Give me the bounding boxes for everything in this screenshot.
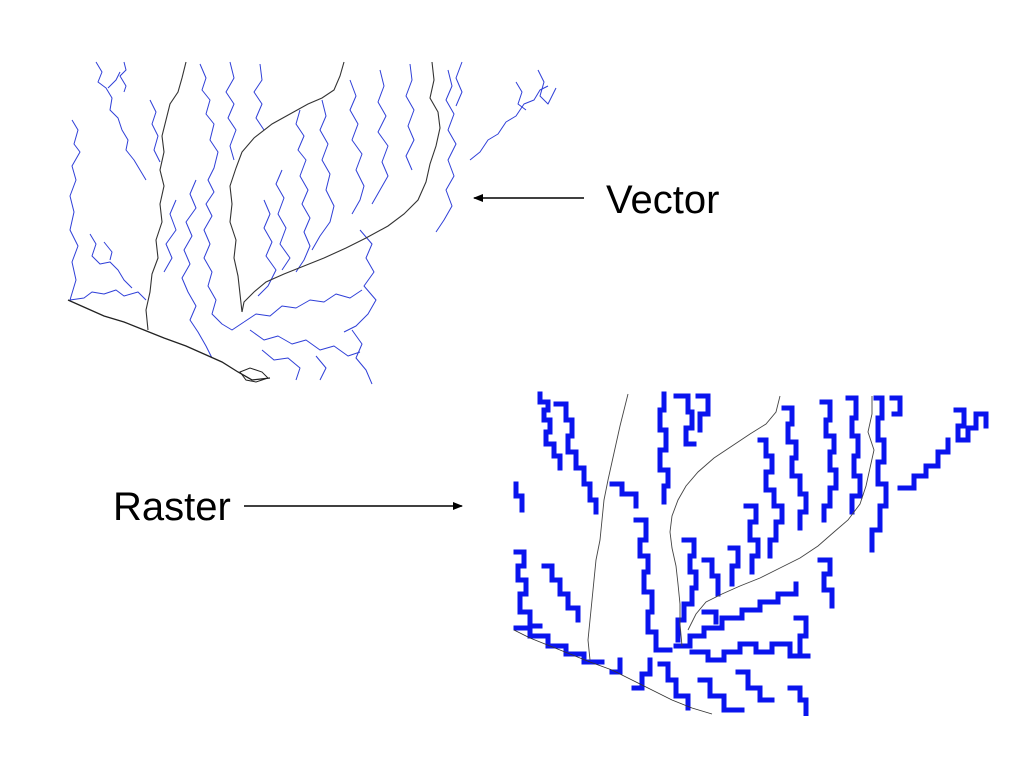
raster-stream — [609, 481, 639, 509]
raster-river-east — [687, 396, 875, 631]
stream-line — [311, 99, 335, 251]
main-river-central — [229, 61, 345, 313]
raster-stream — [889, 395, 903, 417]
stream-line — [351, 329, 373, 385]
raster-stream — [513, 625, 605, 665]
stream-line — [103, 241, 113, 261]
stream-line — [249, 329, 361, 357]
stream-line — [315, 355, 327, 381]
raster-stream — [819, 399, 839, 523]
stream-line — [349, 79, 365, 215]
stream-line — [537, 69, 557, 105]
stream-line — [119, 61, 127, 93]
raster-stream — [675, 537, 699, 643]
stream-line — [89, 233, 133, 289]
raster-stream — [673, 581, 799, 649]
stream-line — [69, 289, 147, 301]
stream-line — [107, 71, 121, 89]
stream-line — [243, 289, 363, 323]
stream-line — [455, 61, 463, 107]
raster-stream — [553, 401, 599, 515]
raster-stream — [673, 393, 697, 447]
vector-streams — [69, 61, 557, 385]
raster-stream — [757, 437, 785, 559]
stream-line — [295, 109, 311, 273]
raster-coastline — [513, 629, 713, 715]
stream-line — [69, 119, 81, 301]
main-river-east — [241, 61, 441, 313]
raster-river-west — [587, 393, 629, 661]
stream-line — [275, 169, 291, 271]
stream-line — [371, 69, 389, 205]
stream-line — [95, 61, 147, 181]
raster-stream — [817, 557, 835, 609]
stream-line — [405, 63, 415, 171]
raster-stream — [697, 677, 745, 713]
stream-line — [257, 199, 277, 297]
raster-stream — [787, 685, 809, 716]
stream-line — [435, 69, 457, 233]
stream-line — [163, 199, 177, 273]
raster-stream — [609, 657, 623, 675]
stream-line — [181, 179, 213, 359]
raster-stream — [781, 405, 809, 531]
raster-stream — [513, 481, 525, 513]
main-river-west — [145, 61, 187, 331]
stream-line — [261, 349, 301, 381]
raster-stream — [869, 395, 889, 553]
vector-coastline — [67, 299, 271, 381]
stream-line — [515, 81, 527, 111]
raster-stream — [735, 669, 775, 703]
raster-stream — [793, 615, 811, 659]
raster-stream — [701, 557, 721, 597]
raster-river-central — [669, 395, 781, 647]
vector-lagoon — [239, 367, 269, 383]
stream-line — [199, 63, 245, 331]
raster-stream — [513, 549, 543, 629]
raster-stream — [897, 437, 951, 491]
raster-stream — [541, 563, 581, 623]
stream-line — [149, 99, 161, 163]
raster-stream — [631, 657, 653, 691]
raster-stream — [657, 391, 671, 505]
stream-line — [343, 229, 377, 333]
raster-stream — [537, 391, 563, 471]
vector-stream-map — [67, 61, 557, 385]
raster-stream — [743, 503, 761, 575]
raster-streams — [513, 391, 989, 716]
raster-main-rivers — [587, 393, 875, 661]
stream-line — [253, 63, 265, 131]
raster-stream — [657, 661, 691, 711]
raster-stream-map — [513, 391, 989, 716]
raster-stream — [953, 407, 989, 443]
raster-stream — [633, 517, 673, 653]
raster-stream — [695, 393, 711, 433]
raster-stream — [845, 395, 863, 515]
raster-stream — [727, 545, 741, 587]
stream-line — [469, 85, 549, 161]
raster-stream — [701, 609, 719, 625]
vector-label: Vector — [606, 178, 720, 222]
vector-main-rivers — [145, 61, 441, 331]
raster-stream — [689, 641, 803, 663]
stream-line — [225, 61, 237, 161]
raster-label: Raster — [113, 485, 231, 529]
